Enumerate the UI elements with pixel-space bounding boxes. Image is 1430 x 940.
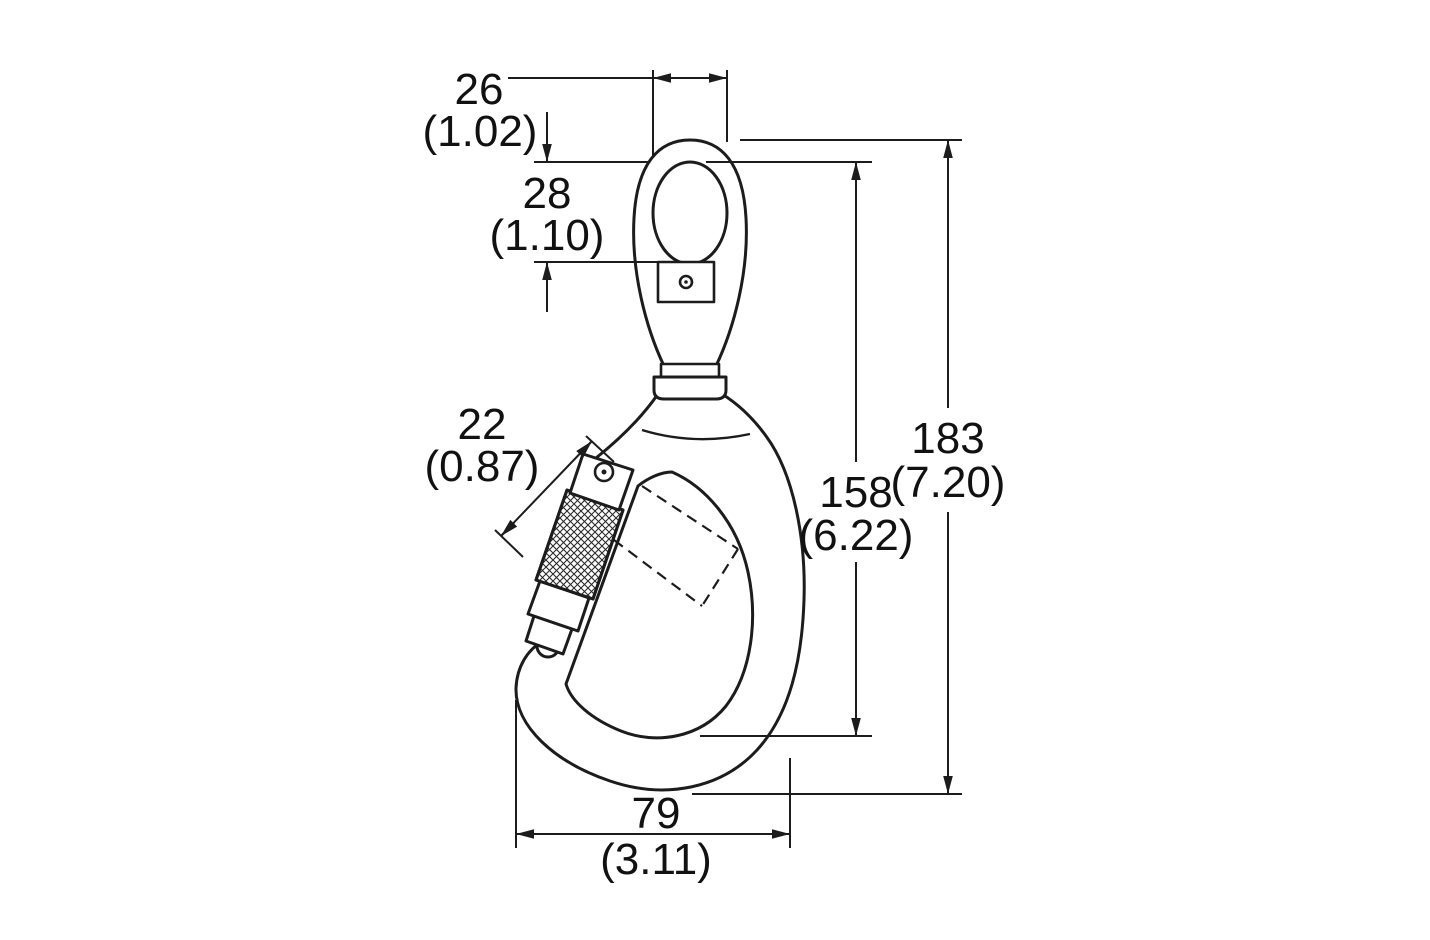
dim-overall-length: 183 (7.20) xyxy=(692,139,1006,795)
dim-hook-depth: 158 (6.22) xyxy=(700,161,914,737)
hook-opening xyxy=(564,470,755,740)
dim-hook-width-inch: (3.11) xyxy=(600,835,712,884)
gate-latch-end xyxy=(568,452,635,512)
gate-open-line-top xyxy=(641,485,739,550)
dim-hook-width: 79 (3.11) xyxy=(515,700,791,884)
arrowhead xyxy=(500,519,518,537)
extension-line xyxy=(585,435,615,463)
gate-open-line-bottom xyxy=(613,539,703,607)
dim-hook-depth-inch: (6.22) xyxy=(799,511,914,560)
body-seam xyxy=(641,428,751,441)
swivel-collar-lower xyxy=(652,375,728,401)
dim-eye-width: 26 (1.02) xyxy=(423,65,728,156)
gate-open-position-dashed xyxy=(613,485,739,607)
dim-gate-opening-mm: 22 xyxy=(458,400,507,449)
dim-eye-opening: 28 (1.10) xyxy=(490,112,658,312)
dim-eye-opening-inch: (1.10) xyxy=(490,211,605,260)
gate-open-line-end xyxy=(701,548,739,607)
dim-overall-length-mm: 183 xyxy=(911,414,984,463)
dim-overall-length-inch: (7.20) xyxy=(891,458,1006,507)
dim-eye-opening-mm: 28 xyxy=(523,169,572,218)
dim-gate-opening-inch: (0.87) xyxy=(425,442,540,491)
gate-rivet-center xyxy=(601,469,607,475)
dim-hook-width-mm: 79 xyxy=(632,789,681,838)
arrowhead xyxy=(576,440,593,458)
dim-hook-depth-mm: 158 xyxy=(819,468,892,517)
swivel-pin-block xyxy=(656,260,716,304)
swivel-eye-opening xyxy=(651,160,729,266)
extension-line xyxy=(494,529,524,558)
swivel-collar-upper xyxy=(659,362,721,379)
dim-gate-opening: 22 (0.87) xyxy=(425,400,615,558)
swivel-pin-center xyxy=(684,280,688,284)
dim-eye-width-inch: (1.02) xyxy=(423,107,538,156)
snap-hook-figure xyxy=(514,138,806,792)
dim-eye-width-mm: 26 xyxy=(455,65,504,114)
